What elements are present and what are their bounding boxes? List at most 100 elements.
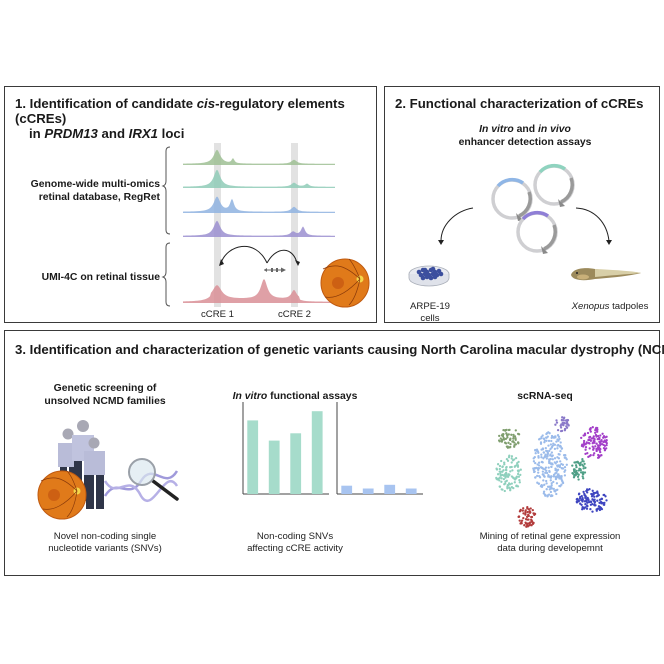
panel-functional-characterization: 2. Functional characterization of cCREs … (384, 86, 660, 324)
cell-point (586, 452, 589, 455)
arrowhead-icon (295, 260, 300, 266)
signal-track (183, 279, 335, 303)
cell-point (576, 475, 580, 478)
cell-point (559, 429, 563, 433)
cell-point (588, 438, 591, 442)
cell-point (597, 493, 600, 497)
cell-point (513, 435, 517, 438)
cell-point (550, 462, 554, 465)
cell-point (496, 473, 500, 476)
cell-point (549, 490, 553, 494)
cell-point (582, 460, 585, 463)
cell-icon (430, 266, 436, 272)
cell-point (583, 433, 587, 437)
cell-point (596, 444, 600, 447)
cell-point (552, 442, 555, 445)
person-icon (84, 437, 105, 509)
cell-point (541, 470, 545, 473)
cell-point (510, 457, 513, 460)
interaction-arc-icon (266, 249, 298, 264)
cell-point (579, 468, 582, 472)
cell-point (592, 491, 595, 495)
cell-point (598, 498, 602, 501)
cell-point (582, 506, 585, 509)
cell-point (500, 473, 503, 477)
cell-point (571, 472, 575, 475)
cell-point (552, 480, 555, 484)
cell-point (565, 425, 568, 428)
cell-point (605, 499, 608, 502)
cell-point (498, 476, 501, 479)
cell-point (498, 470, 501, 473)
cell-point (554, 467, 557, 470)
cell-point (542, 479, 545, 482)
cell-point (581, 443, 584, 446)
cell-point (559, 441, 562, 444)
title-italic: cis (196, 96, 216, 111)
cell-point (548, 475, 552, 478)
label-line: retinal database, RegRet (38, 191, 160, 203)
cell-point (498, 464, 502, 468)
cell-point (518, 481, 521, 484)
brace-icon (161, 242, 171, 307)
panel-ccre-identification: 1. Identification of candidate cis-regul… (4, 86, 377, 323)
signal-track (183, 169, 335, 188)
cell-point (497, 439, 501, 442)
cre-activity-caption: Non-coding SNVs affecting cCRE activity (215, 531, 375, 554)
cell-point (599, 447, 602, 451)
bar (362, 488, 374, 494)
cell-point (496, 478, 499, 481)
cell-point (505, 479, 508, 482)
cell-point (598, 440, 601, 443)
cell-point (545, 449, 548, 453)
subtitle-italic: In vitro (479, 124, 514, 135)
cell-point (504, 437, 508, 441)
cell-point (596, 499, 599, 502)
panel-variant-characterization: 3. Identification and characterization o… (4, 330, 664, 576)
cell-point (534, 476, 537, 479)
cell-icon (428, 275, 434, 281)
cell-point (563, 422, 566, 425)
cell-point (557, 435, 561, 438)
cell-point (550, 434, 554, 438)
cell-point (589, 430, 592, 433)
cell-point (599, 443, 602, 446)
brace-icon (161, 146, 171, 235)
cell-point (514, 456, 518, 460)
cell-point (556, 444, 559, 447)
cell-point (589, 507, 592, 511)
cell-point (500, 459, 503, 463)
cell-point (556, 447, 559, 450)
bar (268, 440, 280, 494)
cell-point (574, 474, 577, 477)
cell-point (526, 522, 529, 525)
cell-point (575, 465, 578, 469)
cell-point (501, 433, 504, 436)
cell-point (563, 474, 567, 477)
subtitle-text: enhancer detection assays (458, 136, 592, 148)
cell-point (584, 466, 587, 469)
plasmid-icon (533, 163, 575, 207)
cell-point (598, 436, 601, 439)
cell-point (546, 495, 549, 498)
cell-point (588, 447, 591, 450)
cell-point (511, 459, 515, 462)
bar (290, 433, 302, 494)
cell-point (600, 497, 604, 501)
cell-point (545, 431, 549, 435)
cell-point (534, 452, 537, 455)
cell-point (514, 443, 518, 446)
cell-point (581, 475, 584, 478)
cell-point (538, 437, 541, 441)
cell-point (545, 488, 548, 491)
bar (384, 484, 396, 494)
cell-point (591, 493, 594, 497)
gene-locus-icon (264, 267, 286, 273)
cell-point (581, 457, 584, 461)
caption-line: Mining of retinal gene expression (479, 531, 621, 542)
cell-point (582, 490, 585, 494)
cell-point (550, 439, 553, 443)
signal-track (183, 220, 335, 237)
cell-point (505, 428, 508, 432)
cell-point (545, 482, 548, 485)
